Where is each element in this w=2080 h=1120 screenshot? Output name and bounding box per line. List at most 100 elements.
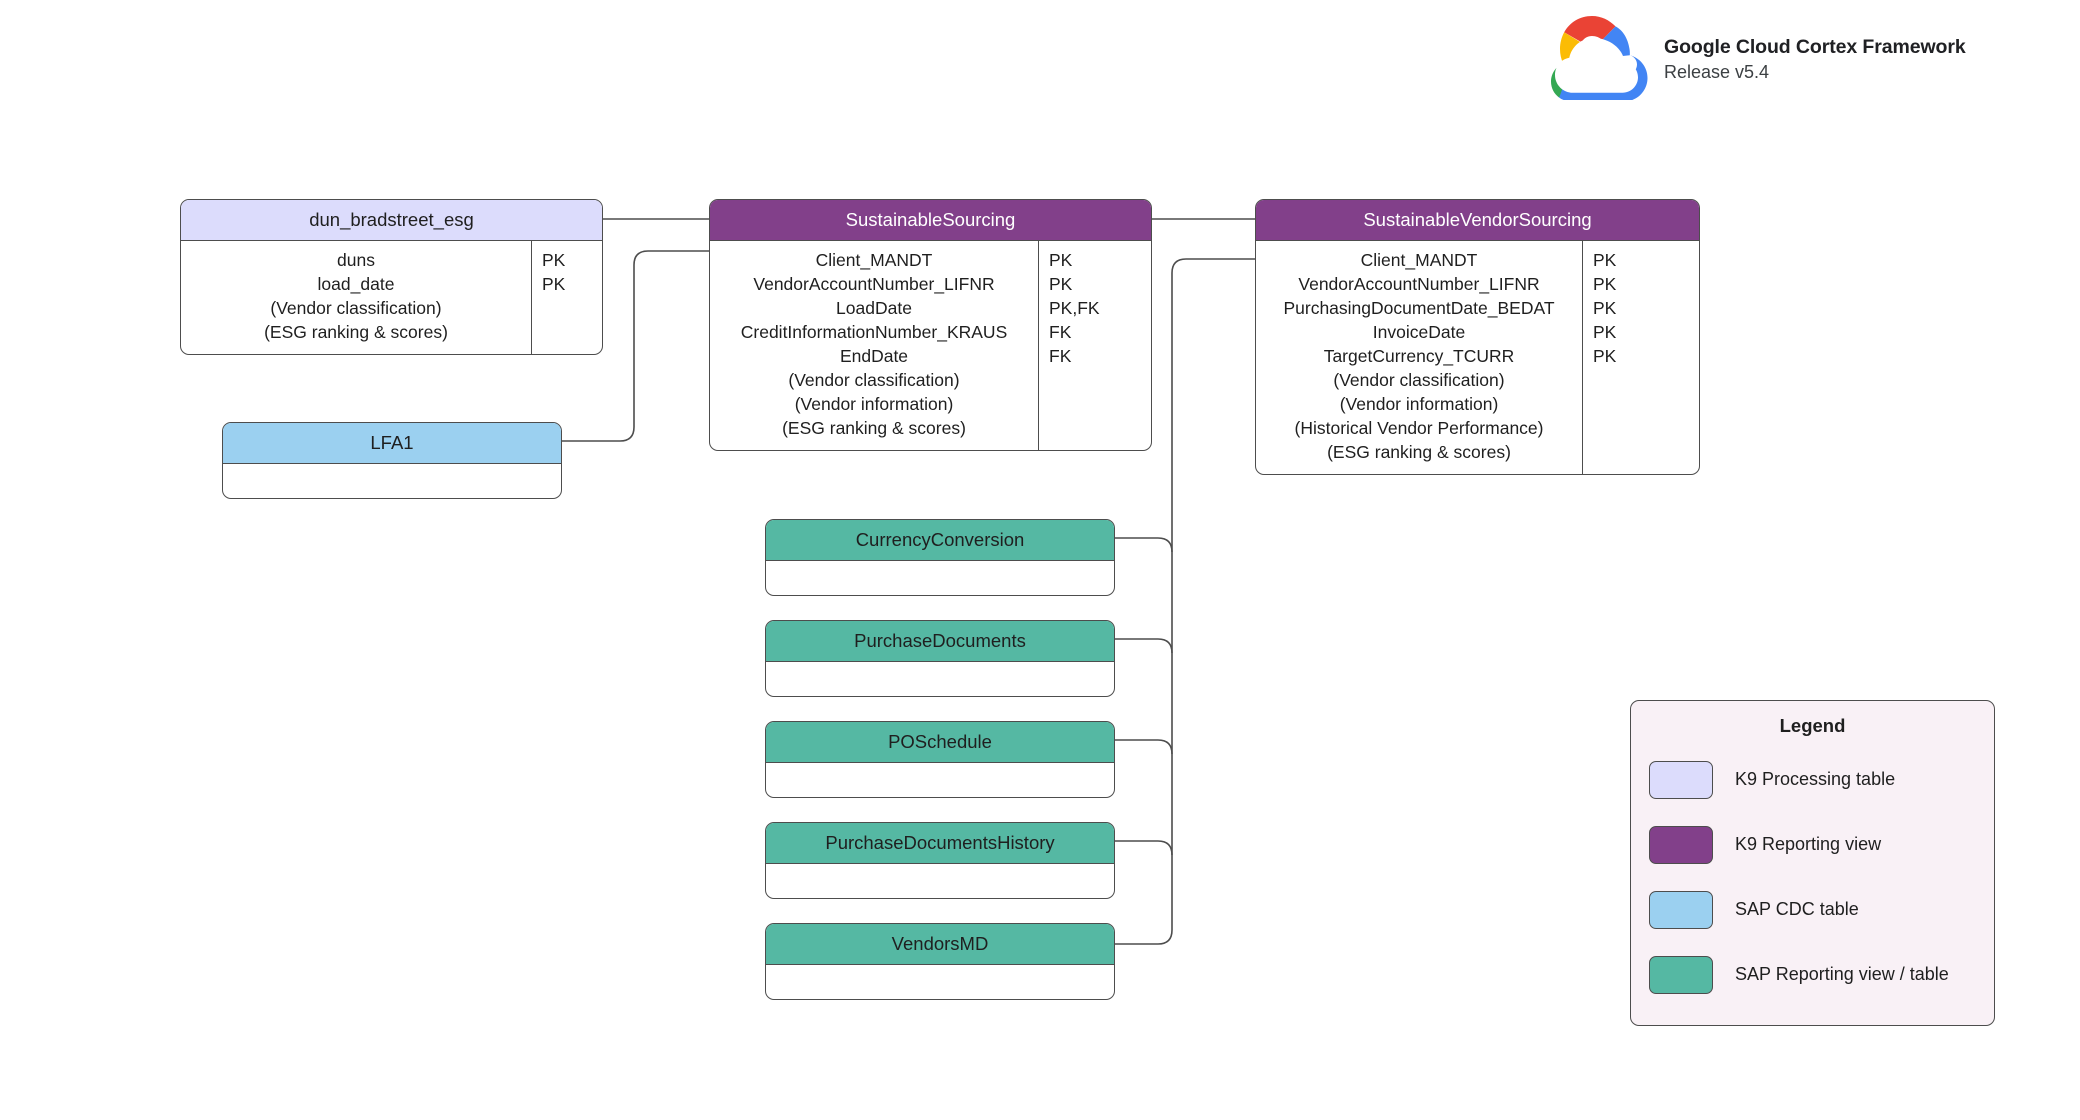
field-row: VendorAccountNumber_LIFNR bbox=[753, 273, 995, 294]
entity-body bbox=[766, 662, 1114, 696]
entity-lfa1[interactable]: LFA1 bbox=[222, 422, 562, 499]
entity-title: SustainableVendorSourcing bbox=[1256, 200, 1699, 241]
key-column: PK PK bbox=[531, 240, 602, 354]
field-row: PurchasingDocumentDate_BEDAT bbox=[1283, 297, 1555, 318]
legend-swatch bbox=[1649, 825, 1713, 864]
connector-poschedule-to-trunk bbox=[1115, 739, 1173, 755]
key-badge: PK bbox=[1593, 273, 1617, 294]
entity-body: Client_MANDT VendorAccountNumber_LIFNR P… bbox=[1256, 240, 1699, 474]
key-badge: PK bbox=[542, 273, 566, 294]
entity-dun-bradstreet-esg[interactable]: dun_bradstreet_esg duns load_date (Vendo… bbox=[180, 199, 603, 355]
entity-title: dun_bradstreet_esg bbox=[181, 200, 602, 241]
field-row: (Vendor classification) bbox=[270, 297, 442, 318]
key-badge bbox=[1583, 369, 1699, 393]
field-row: LoadDate bbox=[836, 297, 912, 318]
entity-body bbox=[766, 965, 1114, 999]
entity-purchase-documents-history[interactable]: PurchaseDocumentsHistory bbox=[765, 822, 1115, 899]
legend-label: K9 Reporting view bbox=[1735, 833, 1882, 854]
entity-body bbox=[223, 464, 561, 498]
field-row: (ESG ranking & scores) bbox=[782, 417, 966, 438]
field-row: (Historical Vendor Performance) bbox=[1294, 417, 1544, 438]
legend-label: SAP CDC table bbox=[1735, 898, 1859, 919]
entity-vendors-md[interactable]: VendorsMD bbox=[765, 923, 1115, 1000]
entity-purchase-documents[interactable]: PurchaseDocuments bbox=[765, 620, 1115, 697]
key-badge bbox=[1039, 369, 1151, 393]
field-row: Client_MANDT bbox=[815, 249, 933, 270]
field-column: Client_MANDT VendorAccountNumber_LIFNR L… bbox=[710, 241, 1038, 450]
entity-sustainable-sourcing[interactable]: SustainableSourcing Client_MANDT VendorA… bbox=[709, 199, 1152, 451]
field-column bbox=[766, 864, 1114, 898]
field-column bbox=[766, 561, 1114, 595]
entity-body: duns load_date (Vendor classification) (… bbox=[181, 240, 602, 354]
field-column bbox=[766, 965, 1114, 999]
key-badge bbox=[1583, 417, 1699, 441]
field-row: EndDate bbox=[839, 345, 909, 366]
field-row: InvoiceDate bbox=[1372, 321, 1466, 342]
key-badge: PK bbox=[1593, 321, 1617, 342]
field-row: VendorAccountNumber_LIFNR bbox=[1298, 273, 1540, 294]
field-column: Client_MANDT VendorAccountNumber_LIFNR P… bbox=[1256, 241, 1582, 474]
entity-body bbox=[766, 561, 1114, 595]
brand-text-block: Google Cloud Cortex Framework Release v5… bbox=[1664, 26, 1966, 85]
field-row: load_date bbox=[317, 273, 395, 294]
legend-label: SAP Reporting view / table bbox=[1735, 963, 1949, 984]
key-badge: PK bbox=[1593, 297, 1617, 318]
key-badge bbox=[1583, 393, 1699, 417]
field-row: TargetCurrency_TCURR bbox=[1323, 345, 1515, 366]
connector-purchasedocuments-to-trunk bbox=[1115, 638, 1173, 654]
key-badge: PK bbox=[1593, 249, 1617, 270]
field-row: (Vendor classification) bbox=[1333, 369, 1505, 390]
entity-title: CurrencyConversion bbox=[766, 520, 1114, 561]
legend-swatch bbox=[1649, 955, 1713, 994]
entity-sustainable-vendor-sourcing[interactable]: SustainableVendorSourcing Client_MANDT V… bbox=[1255, 199, 1700, 475]
entity-body bbox=[766, 763, 1114, 797]
entity-currency-conversion[interactable]: CurrencyConversion bbox=[765, 519, 1115, 596]
brand-header: Google Cloud Cortex Framework Release v5… bbox=[1536, 10, 1966, 100]
field-row: (Vendor classification) bbox=[788, 369, 960, 390]
entity-title: LFA1 bbox=[223, 423, 561, 464]
legend-swatch bbox=[1649, 760, 1713, 799]
brand-title: Google Cloud Cortex Framework bbox=[1664, 35, 1966, 58]
connector-currencyconversion-to-trunk bbox=[1115, 537, 1173, 553]
key-badge bbox=[1039, 393, 1151, 417]
field-column bbox=[766, 662, 1114, 696]
key-badge: PK bbox=[1049, 273, 1073, 294]
field-row: CreditInformationNumber_KRAUS bbox=[740, 321, 1008, 342]
connector-purchasedocumentshistory-to-trunk bbox=[1115, 840, 1173, 856]
legend-item-k9-processing-table: K9 Processing table bbox=[1649, 747, 1976, 812]
legend-panel: Legend K9 Processing table K9 Reporting … bbox=[1630, 700, 1995, 1027]
key-badge: PK bbox=[542, 249, 566, 270]
key-badge bbox=[1039, 417, 1151, 441]
key-badge: PK bbox=[1593, 345, 1617, 366]
entity-body bbox=[766, 864, 1114, 898]
entity-title: PurchaseDocuments bbox=[766, 621, 1114, 662]
key-column: PK PK PK PK PK bbox=[1582, 240, 1699, 474]
legend-item-sap-reporting-view: SAP Reporting view / table bbox=[1649, 942, 1976, 1007]
field-row: (ESG ranking & scores) bbox=[1327, 441, 1511, 462]
entity-title: PurchaseDocumentsHistory bbox=[766, 823, 1114, 864]
entity-body: Client_MANDT VendorAccountNumber_LIFNR L… bbox=[710, 240, 1151, 450]
field-row: (Vendor information) bbox=[1339, 393, 1499, 414]
field-row: (Vendor information) bbox=[794, 393, 954, 414]
field-column bbox=[223, 464, 561, 498]
field-row: Client_MANDT bbox=[1360, 249, 1478, 270]
key-badge: PK bbox=[1049, 249, 1073, 270]
entity-title: POSchedule bbox=[766, 722, 1114, 763]
google-cloud-logo-icon bbox=[1551, 16, 1648, 100]
legend-item-sap-cdc-table: SAP CDC table bbox=[1649, 877, 1976, 942]
field-column bbox=[766, 763, 1114, 797]
legend-swatch bbox=[1649, 890, 1713, 929]
key-badge bbox=[532, 321, 602, 345]
key-badge bbox=[1583, 441, 1699, 465]
field-row: duns bbox=[337, 249, 375, 270]
entity-po-schedule[interactable]: POSchedule bbox=[765, 721, 1115, 798]
entity-title: VendorsMD bbox=[766, 924, 1114, 965]
key-column: PK PK PK,FK FK FK bbox=[1038, 240, 1151, 450]
legend-item-k9-reporting-view: K9 Reporting view bbox=[1649, 812, 1976, 877]
key-badge: FK bbox=[1049, 321, 1072, 342]
legend-title: Legend bbox=[1779, 715, 1846, 736]
brand-release: Release v5.4 bbox=[1664, 62, 1770, 82]
field-row: (ESG ranking & scores) bbox=[264, 321, 448, 342]
key-badge: FK bbox=[1049, 345, 1072, 366]
key-badge bbox=[532, 297, 602, 321]
